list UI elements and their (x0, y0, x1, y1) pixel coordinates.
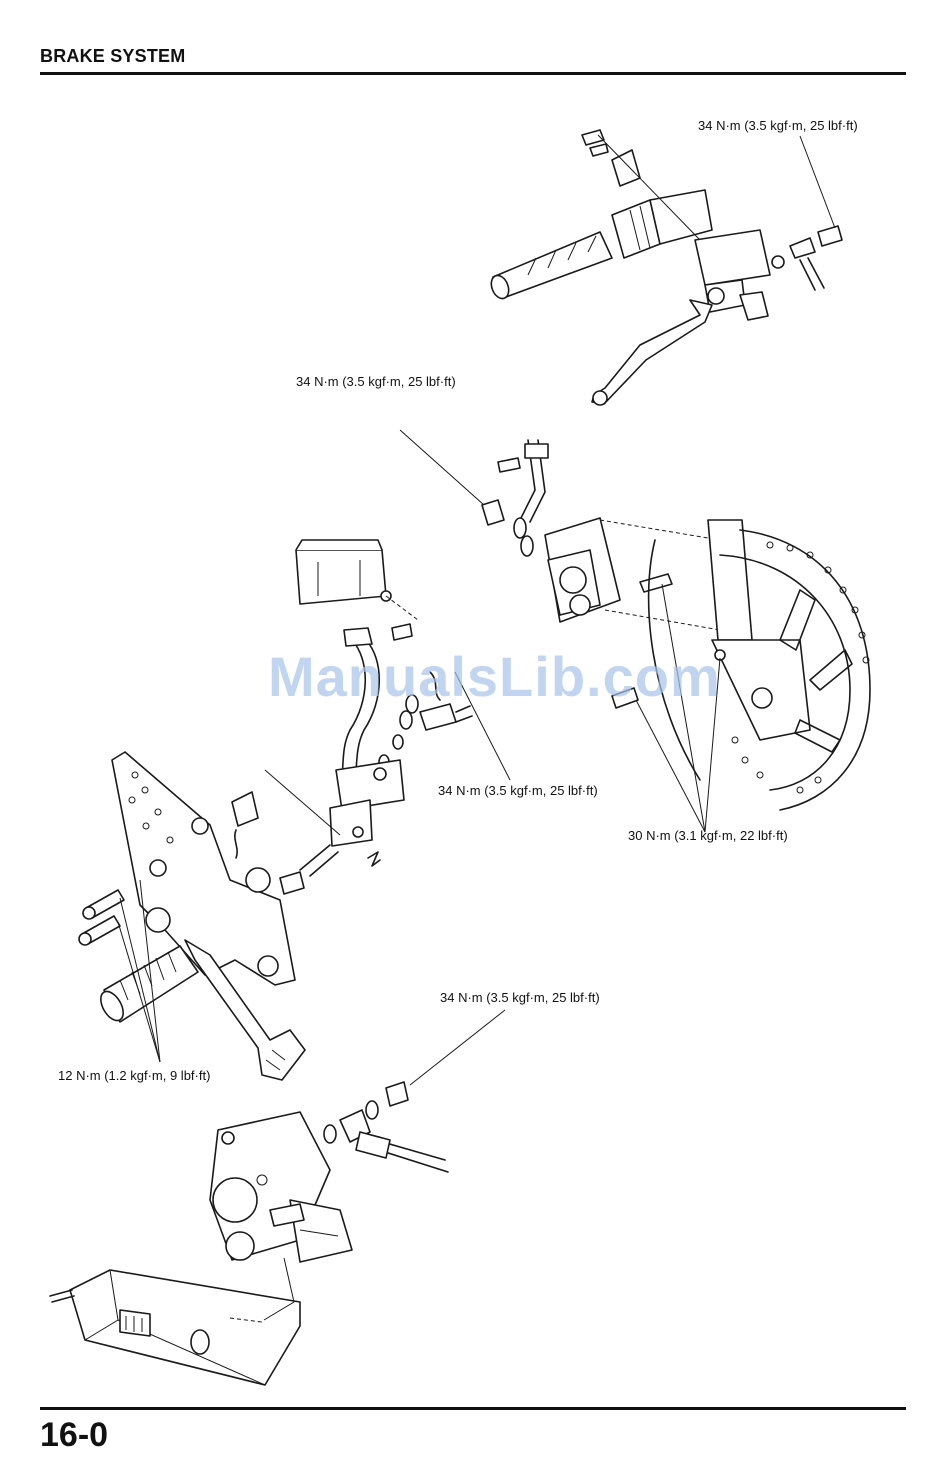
brake-lever (592, 300, 712, 405)
bracket-bolt-lower (79, 916, 120, 945)
bracket-bolt-upper (83, 890, 124, 919)
front-caliper-body (545, 518, 620, 622)
handlebar-grip (488, 190, 712, 301)
footpeg-bracket-assembly (79, 752, 305, 1080)
torque-callout-front-caliper-bolt: 34 N·m (3.5 kgf·m, 25 lbf·ft) (296, 374, 456, 389)
footer-divider (40, 1407, 906, 1410)
torque-callout-rear-caliper: 34 N·m (3.5 kgf·m, 25 lbf·ft) (440, 990, 600, 1005)
front-master-cylinder-assembly (488, 130, 842, 405)
torque-callout-caliper-mount: 30 N·m (3.1 kgf·m, 22 lbf·ft) (628, 828, 788, 843)
rear-master-cylinder-body (330, 760, 404, 846)
rear-brake-reservoir (296, 540, 391, 604)
rear-master-cylinder-assembly (265, 540, 510, 894)
torque-callout-footpeg-bracket: 12 N·m (1.2 kgf·m, 9 lbf·ft) (58, 1068, 210, 1083)
torque-callout-master-cylinder: 34 N·m (3.5 kgf·m, 25 lbf·ft) (698, 118, 858, 133)
swingarm (50, 1258, 300, 1385)
front-fork-leg (708, 520, 810, 740)
watermark: ManualsLib.com (268, 644, 721, 709)
page-number: 16-0 (40, 1416, 108, 1455)
banjo-bolt-front-master (772, 136, 842, 290)
front-caliper-assembly (400, 430, 870, 832)
torque-callout-rear-master-cylinder: 34 N·m (3.5 kgf·m, 25 lbf·ft) (438, 783, 598, 798)
